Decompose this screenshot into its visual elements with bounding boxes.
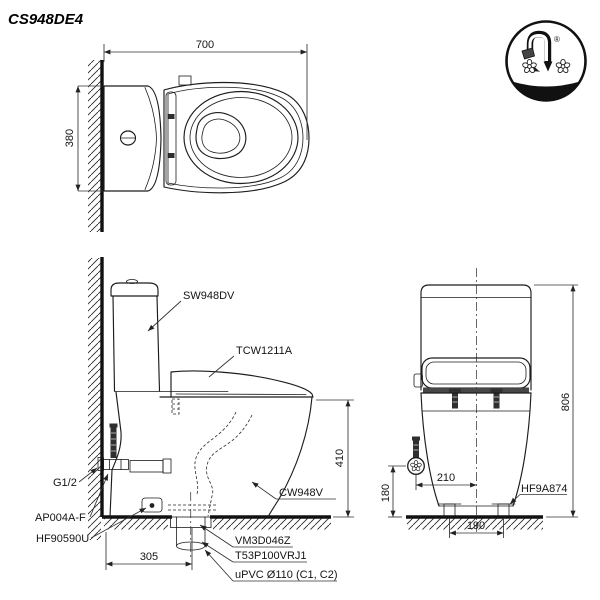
flange-dashed xyxy=(168,504,216,511)
lid-recess-inner xyxy=(201,118,241,154)
side-labels: SW948DV TCW1211A CW948V G1/2 AP004A-F HF… xyxy=(35,290,338,582)
body-right-edge xyxy=(512,392,532,507)
seat-side-paddle xyxy=(413,373,423,388)
lid-inner-oval xyxy=(183,90,299,185)
front-view: HF9A874 806 210 180 190 xyxy=(380,268,578,538)
registered-mark: ® xyxy=(554,35,560,44)
wall-hatch xyxy=(88,60,101,232)
dim-305: 305 xyxy=(105,528,193,570)
tank-top-outline xyxy=(103,85,162,192)
dim-180: 180 xyxy=(380,465,406,518)
seat-lid-outline xyxy=(163,81,310,194)
basin-shape xyxy=(512,81,580,101)
dim-410: 410 xyxy=(316,399,354,518)
lid-recess-outer xyxy=(195,112,247,160)
base-bolt xyxy=(149,503,155,508)
front-labels: HF9A874 xyxy=(509,483,567,505)
supply-hose xyxy=(129,460,164,473)
tank-body xyxy=(112,295,161,392)
tank-lid-seam xyxy=(144,87,157,190)
arrow-down-icon xyxy=(543,61,553,72)
page-title: CS948DE4 xyxy=(8,11,84,28)
floor-hatch xyxy=(104,518,168,530)
hinge-bolt xyxy=(490,388,503,409)
svg-text:190: 190 xyxy=(467,520,485,532)
tank-front xyxy=(420,284,532,391)
label-connector: T53P100VRJ1 xyxy=(235,550,307,562)
bowl-front-edge xyxy=(267,396,313,518)
seat-front xyxy=(421,357,531,389)
label-fixing-bolt: HF90590U xyxy=(36,533,89,545)
hinge-bar xyxy=(165,91,177,186)
svg-text:210: 210 xyxy=(437,472,455,484)
spout-head xyxy=(521,47,535,60)
hinge-bolt xyxy=(449,388,461,409)
label-bowl: CW948V xyxy=(279,487,324,499)
label-tank: SW948DV xyxy=(183,290,235,302)
label-drain-pipe: uPVC Ø110 (C1, C2) xyxy=(235,569,338,581)
dim-210: 210 xyxy=(415,472,477,490)
label-bolt-cap: HF9A874 xyxy=(521,483,567,495)
floor-hatch xyxy=(407,518,543,530)
svg-text:380: 380 xyxy=(64,129,76,147)
side-view: SW948DV TCW1211A CW948V G1/2 AP004A-F HF… xyxy=(35,257,354,582)
trapway-dashed xyxy=(206,414,253,517)
seat-bolt xyxy=(171,398,180,415)
tank-lid xyxy=(110,282,159,297)
body-left-edge xyxy=(420,392,440,507)
dim-700: 700 xyxy=(103,39,308,140)
lid-tab xyxy=(178,75,192,86)
label-flange: VM3D046Z xyxy=(235,535,291,547)
base-bolt-box xyxy=(141,497,163,513)
hinge-band xyxy=(423,387,529,393)
label-stop-valve: AP004A-F xyxy=(35,512,86,524)
dim-806: 806 xyxy=(534,284,578,518)
bowl-back-edge xyxy=(109,391,122,518)
stop-valve-assembly xyxy=(97,423,172,474)
svg-text:305: 305 xyxy=(140,551,158,563)
washlet-seat-profile xyxy=(170,370,314,398)
label-washlet-seat: TCW1211A xyxy=(236,345,293,357)
svg-text:180: 180 xyxy=(380,484,392,502)
svg-text:806: 806 xyxy=(560,393,572,411)
label-water-inlet: G1/2 xyxy=(53,477,77,489)
top-view: 700 380 xyxy=(64,39,310,232)
dim-380: 380 xyxy=(64,85,103,192)
drain-assembly xyxy=(170,492,212,558)
svg-text:700: 700 xyxy=(196,39,214,51)
water-saving-logo: ® xyxy=(505,20,587,102)
svg-text:410: 410 xyxy=(334,449,346,467)
valve-front xyxy=(407,436,425,475)
wall-hatch xyxy=(88,258,101,540)
floor-hatch xyxy=(213,518,331,530)
hinge-bolt xyxy=(167,153,175,158)
hinge-bolt xyxy=(167,114,175,119)
dim-190: 190 xyxy=(449,518,504,538)
